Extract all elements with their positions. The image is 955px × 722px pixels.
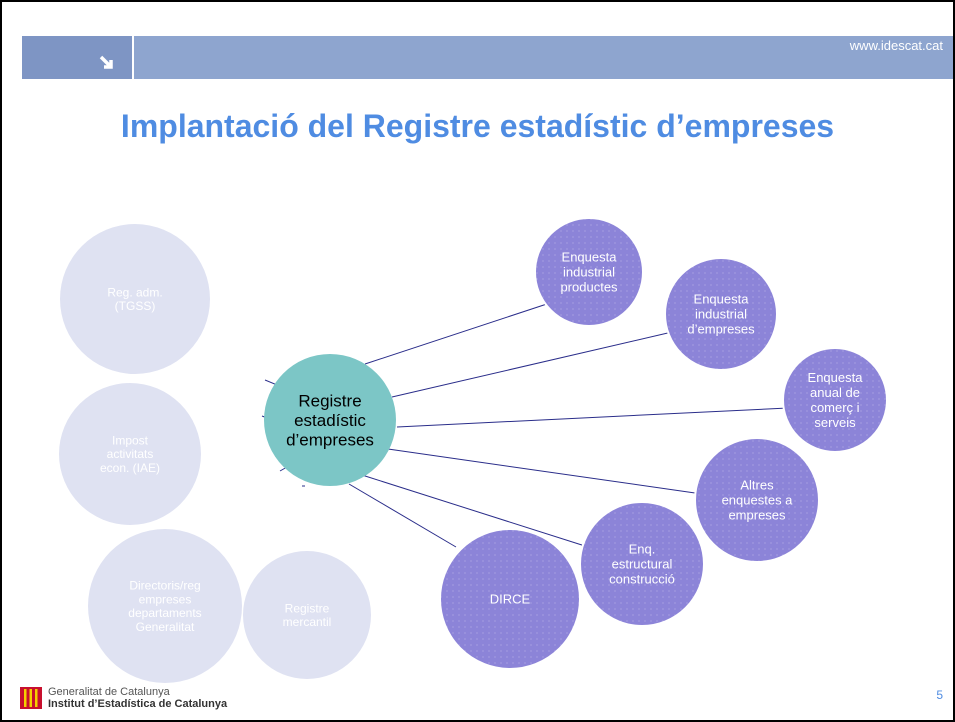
node-ind-productes-label-line: Enquesta xyxy=(562,250,618,265)
connector-ind-empreses xyxy=(391,331,673,398)
connector-ind-productes xyxy=(364,298,563,365)
node-mercantil-circle xyxy=(243,551,371,679)
generalitat-logo-icon xyxy=(20,687,42,709)
node-ind-productes-label-line: industrial xyxy=(563,265,615,280)
node-comerc-label-line: comerç i xyxy=(810,400,859,415)
node-construccio-label-line: Enq. xyxy=(629,542,656,557)
node-dirce-texture xyxy=(440,529,580,669)
footer-line-2: Institut d’Estadística de Catalunya xyxy=(48,698,228,710)
node-comerc-texture xyxy=(783,348,887,452)
node-directoris-circle xyxy=(88,529,242,683)
node-directoris: Directoris/regempresesdepartamentsGenera… xyxy=(88,529,242,683)
node-mercantil-label-line: mercantil xyxy=(283,615,332,629)
node-altres-texture xyxy=(695,438,819,562)
node-directoris-label-line: Directoris/reg xyxy=(129,579,200,593)
node-comerc-label-line: anual de xyxy=(810,385,860,400)
header-separator xyxy=(132,36,134,79)
node-comerc-label-line: Enquesta xyxy=(808,370,864,385)
node-tgss-label-line: (TGSS) xyxy=(115,299,156,313)
slide-title: Implantació del Registre estadístic d’em… xyxy=(120,108,835,144)
header-bar: www.idescat.cat xyxy=(2,2,953,79)
node-mercantil-label-line: Registre xyxy=(285,601,330,615)
connector-dirce xyxy=(348,483,457,548)
footer-logo: Generalitat de Catalunya Institut d’Esta… xyxy=(20,686,227,710)
node-directoris-label-line: empreses xyxy=(139,592,192,606)
arrow-icon xyxy=(99,55,113,69)
node-tgss-label-line: Reg. adm. xyxy=(107,285,162,299)
page-number: 5 xyxy=(936,688,943,702)
node-center-label-line: d’empreses xyxy=(286,431,374,450)
connector-construccio xyxy=(361,474,586,547)
node-altres-label-line: empreses xyxy=(728,508,786,523)
node-altres-label-line: enquestes a xyxy=(722,493,794,508)
node-ind-empreses-label-line: industrial xyxy=(695,307,747,322)
node-dirce-label-line: DIRCE xyxy=(490,592,531,607)
connector-comerc xyxy=(396,407,789,428)
node-construccio-label-line: estructural xyxy=(612,557,673,572)
node-ind-empreses-label-line: d’empreses xyxy=(687,322,755,337)
node-construccio-texture xyxy=(580,502,704,626)
node-altres-label-line: Altres xyxy=(740,478,774,493)
node-center-label-line: estadístic xyxy=(294,411,366,430)
node-tgss-circle xyxy=(60,224,210,374)
node-directoris-label-line: Generalitat xyxy=(136,620,195,634)
node-construccio-label-line: construcció xyxy=(609,572,675,587)
node-center-label-line: Registre xyxy=(298,391,361,410)
header-band xyxy=(22,36,953,79)
node-dirce: DIRCE xyxy=(439,528,581,670)
header-left-block xyxy=(22,36,132,79)
node-iae-label-line: econ. (IAE) xyxy=(100,461,160,475)
footer-line-1: Generalitat de Catalunya xyxy=(48,686,170,698)
header-url: www.idescat.cat xyxy=(849,38,943,53)
node-ind-empreses-texture xyxy=(665,258,777,370)
node-ind-empreses-label-line: Enquesta xyxy=(694,292,750,307)
connector-altres xyxy=(387,448,703,495)
node-comerc-label-line: serveis xyxy=(814,415,856,430)
node-iae-label-line: activitats xyxy=(107,447,154,461)
node-tgss: Reg. adm.(TGSS) xyxy=(60,224,210,374)
node-ind-productes-label-line: productes xyxy=(560,280,618,295)
node-ind-productes-texture xyxy=(535,218,643,326)
node-iae-circle xyxy=(59,383,201,525)
node-iae-label-line: Impost xyxy=(112,433,149,447)
node-center-circle xyxy=(264,354,396,486)
node-directoris-label-line: departaments xyxy=(128,606,201,620)
